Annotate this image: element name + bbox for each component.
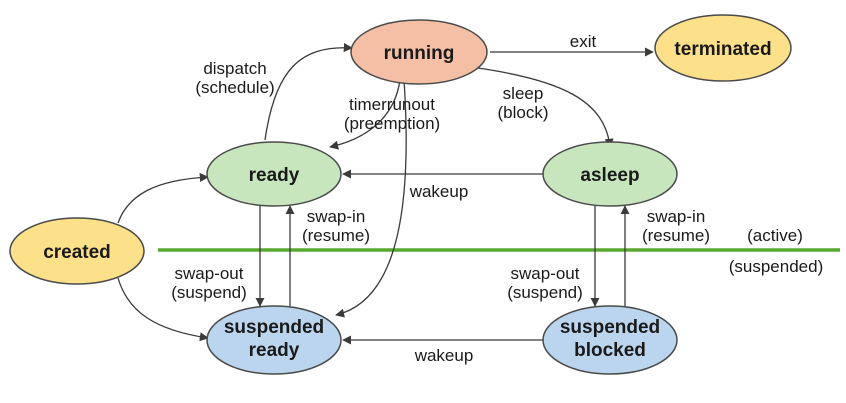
label-swapout-right-line2: (suspend) bbox=[507, 283, 583, 302]
node-asleep-label: asleep bbox=[580, 165, 639, 186]
label-swapout-right-line1: swap-out bbox=[511, 264, 580, 283]
label-swapin-left-line2: (resume) bbox=[302, 226, 370, 245]
label-sleep-line2: (block) bbox=[497, 103, 548, 122]
node-suspended-blocked-label-line2: blocked bbox=[574, 340, 646, 361]
label-timerrunout-line2: (preemption) bbox=[344, 114, 440, 133]
node-terminated[interactable]: terminated bbox=[654, 14, 792, 82]
label-timerrunout-line1: timerrunout bbox=[349, 95, 435, 114]
label-sleep-line1: sleep bbox=[503, 84, 544, 103]
node-suspended-ready-label-line2: ready bbox=[249, 340, 300, 361]
node-terminated-shape bbox=[654, 14, 792, 82]
node-created[interactable]: created bbox=[9, 217, 145, 285]
node-asleep[interactable]: asleep bbox=[542, 141, 678, 207]
label-suspended-region: (suspended) bbox=[729, 257, 824, 276]
label-dispatch-line2: (schedule) bbox=[195, 78, 274, 97]
node-suspended-blocked-shape bbox=[542, 305, 678, 375]
node-suspended-ready-shape bbox=[206, 305, 342, 375]
node-running-label: running bbox=[384, 43, 455, 64]
label-swapout-left-line1: swap-out bbox=[175, 264, 244, 283]
node-created-shape bbox=[9, 217, 145, 285]
node-ready-label: ready bbox=[249, 165, 300, 186]
label-swapin-right-line2: (resume) bbox=[642, 226, 710, 245]
node-running[interactable]: running bbox=[350, 19, 488, 85]
node-suspended-ready-label-line1: suspended bbox=[224, 317, 324, 338]
edge-running-to-suspended-ready bbox=[335, 79, 407, 318]
node-terminated-label: terminated bbox=[674, 39, 771, 60]
node-asleep-shape bbox=[542, 141, 678, 207]
node-running-shape bbox=[350, 19, 488, 85]
label-swapout-left-line2: (suspend) bbox=[171, 283, 247, 302]
label-wakeup-active: wakeup bbox=[409, 182, 469, 201]
node-ready[interactable]: ready bbox=[206, 141, 342, 207]
label-exit: exit bbox=[570, 32, 597, 51]
node-ready-shape bbox=[206, 141, 342, 207]
label-dispatch-line1: dispatch bbox=[203, 59, 266, 78]
edge-created-to-suspended-ready bbox=[117, 277, 209, 342]
edge-timerrunout bbox=[329, 79, 401, 150]
label-active-region: (active) bbox=[747, 226, 803, 245]
node-suspended-blocked-label-line1: suspended bbox=[560, 317, 660, 338]
label-wakeup-suspended: wakeup bbox=[414, 346, 474, 365]
label-swapin-left-line1: swap-in bbox=[307, 207, 366, 226]
edge-dispatch bbox=[264, 42, 353, 141]
node-created-label: created bbox=[43, 242, 111, 263]
edge-created-to-ready bbox=[117, 172, 209, 224]
node-suspended-ready[interactable]: suspended ready bbox=[206, 305, 342, 375]
label-swapin-right-line1: swap-in bbox=[647, 207, 706, 226]
node-suspended-blocked[interactable]: suspended blocked bbox=[542, 305, 678, 375]
edge-sleep bbox=[477, 67, 614, 148]
